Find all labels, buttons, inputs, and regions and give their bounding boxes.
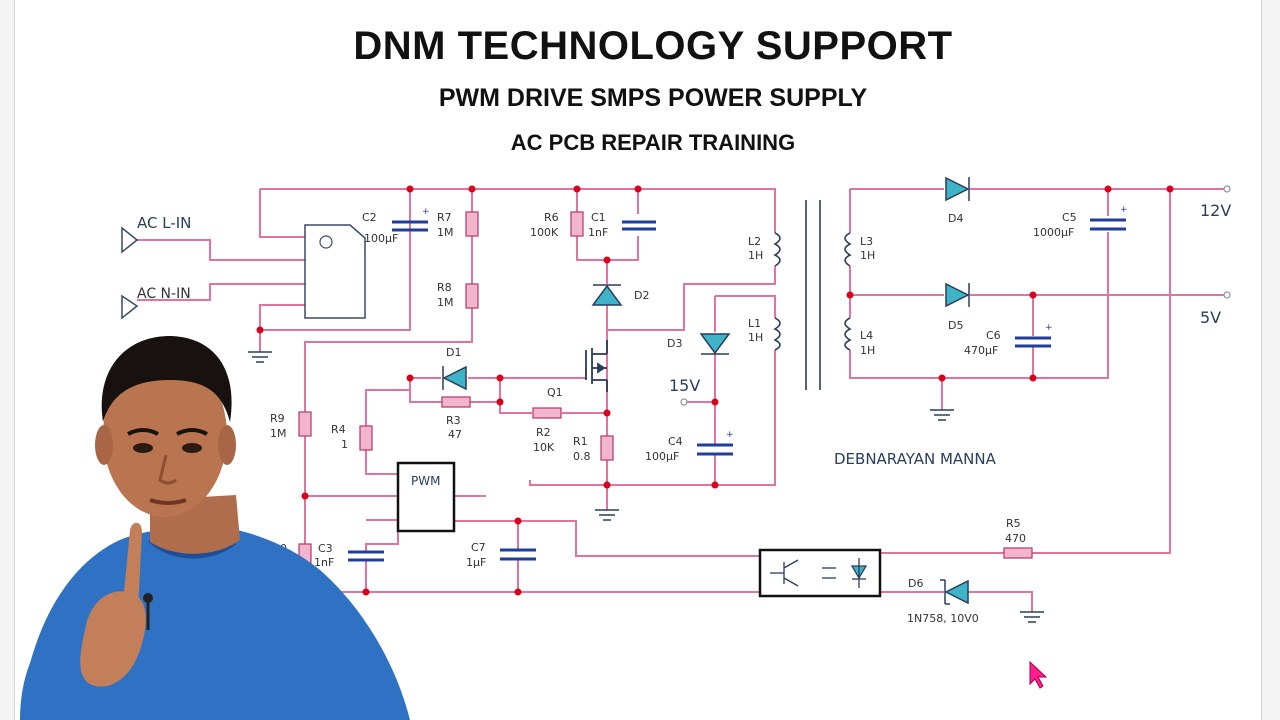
- r4-val: 1: [341, 438, 348, 451]
- transformer: [773, 200, 852, 390]
- left-border: [0, 0, 15, 720]
- r6-val: 100K: [530, 226, 559, 239]
- ac-input-terminals: [121, 226, 139, 320]
- resistor-r8: [465, 283, 479, 309]
- d5-ref: D5: [948, 319, 963, 332]
- r1-ref: R1: [573, 435, 588, 448]
- c7-val: 1µF: [466, 556, 486, 569]
- r7-ref: R7: [437, 211, 452, 224]
- right-border: [1261, 0, 1280, 720]
- rail-15v: 15V: [669, 376, 700, 395]
- rail-5v: 5V: [1200, 308, 1221, 327]
- d2-ref: D2: [634, 289, 649, 302]
- svg-text:+: +: [726, 430, 734, 440]
- svg-text:+: +: [422, 207, 430, 217]
- c3-ref: C3: [318, 542, 333, 555]
- l3-ref: L3: [860, 235, 873, 248]
- r2-val: 10K: [533, 441, 555, 454]
- r6-ref: R6: [544, 211, 559, 224]
- d4-ref: D4: [948, 212, 963, 225]
- svg-text:+: +: [1120, 205, 1128, 215]
- diodes: [442, 176, 970, 605]
- bridge-rectifier: [304, 224, 366, 319]
- r5-ref: R5: [1006, 517, 1021, 530]
- capacitors: [348, 218, 1126, 562]
- ac-n-label: AC N-IN: [137, 286, 191, 302]
- r4-ref: R4: [331, 423, 346, 436]
- rail-12v: 12V: [1200, 201, 1231, 220]
- c2-val: 100µF: [364, 232, 398, 245]
- svg-text:+: +: [1045, 323, 1053, 333]
- r9-val: 1M: [270, 427, 287, 440]
- c5-ref: C5: [1062, 211, 1077, 224]
- optocoupler: [758, 548, 882, 598]
- c6-val: 470µF: [964, 344, 998, 357]
- c5-val: 1000µF: [1033, 226, 1074, 239]
- pwm-ic: [396, 461, 456, 533]
- l2-val: 1H: [748, 249, 763, 262]
- r8-ref: R8: [437, 281, 452, 294]
- resistor-r5: [1003, 547, 1033, 559]
- wires: [137, 188, 1225, 612]
- c4-ref: C4: [668, 435, 683, 448]
- ground-symbols: [248, 351, 1044, 623]
- c6-ref: C6: [986, 329, 1001, 342]
- r1-val: 0.8: [573, 450, 591, 463]
- c1-ref: C1: [591, 211, 606, 224]
- mosfet-q1: [585, 340, 608, 392]
- pwm-label: PWM: [411, 474, 440, 488]
- c2-ref: C2: [362, 211, 377, 224]
- r5-val: 470: [1005, 532, 1026, 545]
- presenter-photo: [20, 335, 410, 720]
- author-name: DEBNARAYAN MANNA: [834, 450, 997, 468]
- c3-val: 1nF: [314, 556, 334, 569]
- subtitle: PWM DRIVE SMPS POWER SUPPLY: [438, 84, 868, 112]
- d3-ref: D3: [667, 337, 682, 350]
- subtitle-2: AC PCB REPAIR TRAINING: [510, 130, 796, 155]
- l4-val: 1H: [860, 344, 875, 357]
- r9-ref: R9: [270, 412, 285, 425]
- q1-ref: Q1: [547, 386, 563, 399]
- d6-val: 1N758, 10V0: [907, 612, 979, 625]
- cap-polarity-marks: + + + +: [422, 205, 1128, 440]
- resistor-r1: [600, 435, 614, 461]
- l3-val: 1H: [860, 249, 875, 262]
- l1-val: 1H: [748, 331, 763, 344]
- l4-ref: L4: [860, 329, 873, 342]
- c4-val: 100µF: [645, 450, 679, 463]
- l2-ref: L2: [748, 235, 761, 248]
- r7-val: 1M: [437, 226, 454, 239]
- cursor-icon: [1029, 660, 1048, 689]
- l1-ref: L1: [748, 317, 761, 330]
- junctions: [256, 185, 1174, 596]
- r3-val: 47: [448, 428, 462, 441]
- resistor-r2: [532, 407, 562, 419]
- r2-ref: R2: [536, 426, 551, 439]
- c1-val: 1nF: [588, 226, 608, 239]
- r8-val: 1M: [437, 296, 454, 309]
- resistor-r6: [570, 211, 584, 237]
- main-title: DNM TECHNOLOGY SUPPORT: [353, 24, 953, 68]
- r3-ref: R3: [446, 414, 461, 427]
- resistor-r7: [465, 211, 479, 237]
- resistor-r3: [441, 396, 471, 408]
- output-terminals: [680, 185, 1231, 406]
- ac-l-label: AC L-IN: [137, 214, 191, 232]
- d1-ref: D1: [446, 346, 461, 359]
- d6-ref: D6: [908, 577, 923, 590]
- c7-ref: C7: [471, 541, 486, 554]
